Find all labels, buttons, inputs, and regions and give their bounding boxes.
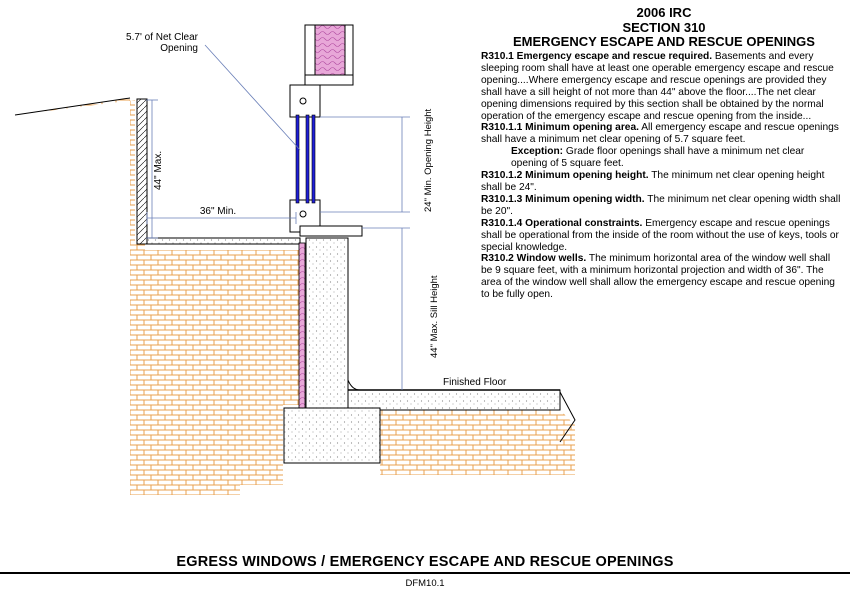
section-heading: R310.1.2 Minimum opening height. (481, 170, 649, 182)
section-r310-1-4: R310.1.4 Operational constraints. Emerge… (481, 218, 843, 254)
footer-divider (0, 572, 850, 574)
code-header: 2006 IRC SECTION 310 EMERGENCY ESCAPE AN… (478, 5, 850, 50)
header-line-3: EMERGENCY ESCAPE AND RESCUE OPENINGS (513, 34, 815, 49)
window-glass-outer (295, 114, 300, 204)
section-r310-1-2: R310.1.2 Minimum opening height. The min… (481, 170, 843, 194)
section-exception: Exception: Grade floor openings shall ha… (481, 146, 843, 170)
header-line-1: 2006 IRC (636, 5, 692, 20)
code-text-block: R310.1 Emergency escape and rescue requi… (481, 51, 843, 301)
section-heading: Exception: (511, 146, 564, 158)
net-clear-leader (204, 44, 301, 151)
section-r310-1-3: R310.1.3 Minimum opening width. The mini… (481, 194, 843, 218)
soil-left-edge (14, 97, 131, 116)
section-heading: R310.1.1 Minimum opening area. (481, 122, 639, 134)
label-24-min-opening: 24" Min. Opening Height (423, 108, 434, 212)
window-well-gravel (146, 237, 301, 245)
section-text: The minimum horizontal area of the windo… (481, 253, 835, 301)
window-well-wall (136, 98, 148, 245)
section-text: Grade floor openings shall have a minimu… (511, 146, 805, 170)
inner-soil (380, 410, 575, 475)
wall-base-fillet (347, 379, 361, 391)
window-glass-inner (305, 114, 310, 204)
section-text: Basements and every sleeping room shall … (481, 51, 834, 122)
section-heading: R310.1.3 Minimum opening width. (481, 193, 645, 205)
section-text: The minimum net clear opening width shal… (481, 193, 841, 217)
label-finished-floor: Finished Floor (443, 377, 507, 388)
sheet-title: EGRESS WINDOWS / EMERGENCY ESCAPE AND RE… (176, 554, 674, 570)
label-net-clear-1: 5.7' of Net Clear (126, 32, 199, 43)
foundation-wall (305, 237, 349, 421)
section-heading: R310.1.4 Operational constraints. (481, 217, 643, 229)
window-header (304, 74, 354, 86)
section-text: The minimum net clear opening height sha… (481, 170, 825, 193)
window-glass-inner2 (311, 114, 316, 204)
section-r310-1-1: R310.1.1 Minimum opening area. All emerg… (481, 122, 843, 146)
label-net-clear-2: Opening (160, 43, 198, 54)
soil-right-edge (559, 391, 576, 443)
outer-soil (15, 98, 300, 495)
footing (283, 407, 381, 464)
section-text: All emergency escape and rescue openings… (481, 122, 839, 146)
header-line-2: SECTION 310 (622, 19, 706, 35)
section-heading: R310.1 Emergency escape and rescue requi… (481, 51, 713, 62)
section-text: Emergency escape and rescue openings sha… (481, 217, 839, 253)
sheet-code: DFM10.1 (405, 578, 445, 589)
label-36-min: 36" Min. (200, 206, 236, 217)
upper-wall-stud (344, 24, 354, 84)
section-heading: R310.2 Window wells. (481, 253, 587, 265)
section-r310-1: R310.1 Emergency escape and rescue requi… (481, 51, 843, 122)
floor-slab (347, 389, 561, 411)
window-hardware-top (299, 97, 307, 105)
section-r310-2: R310.2 Window wells. The minimum horizon… (481, 253, 843, 301)
upper-wall-insulation (314, 24, 346, 76)
upper-wall-sheathing (304, 24, 316, 84)
label-44-max: 44" Max. (153, 151, 164, 190)
label-44-max-sill: 44" Max. Sill Height (429, 275, 440, 358)
window-hardware-bottom (299, 210, 307, 218)
window-sill-ledge (299, 225, 363, 237)
wall-insulation-strip (298, 242, 306, 410)
